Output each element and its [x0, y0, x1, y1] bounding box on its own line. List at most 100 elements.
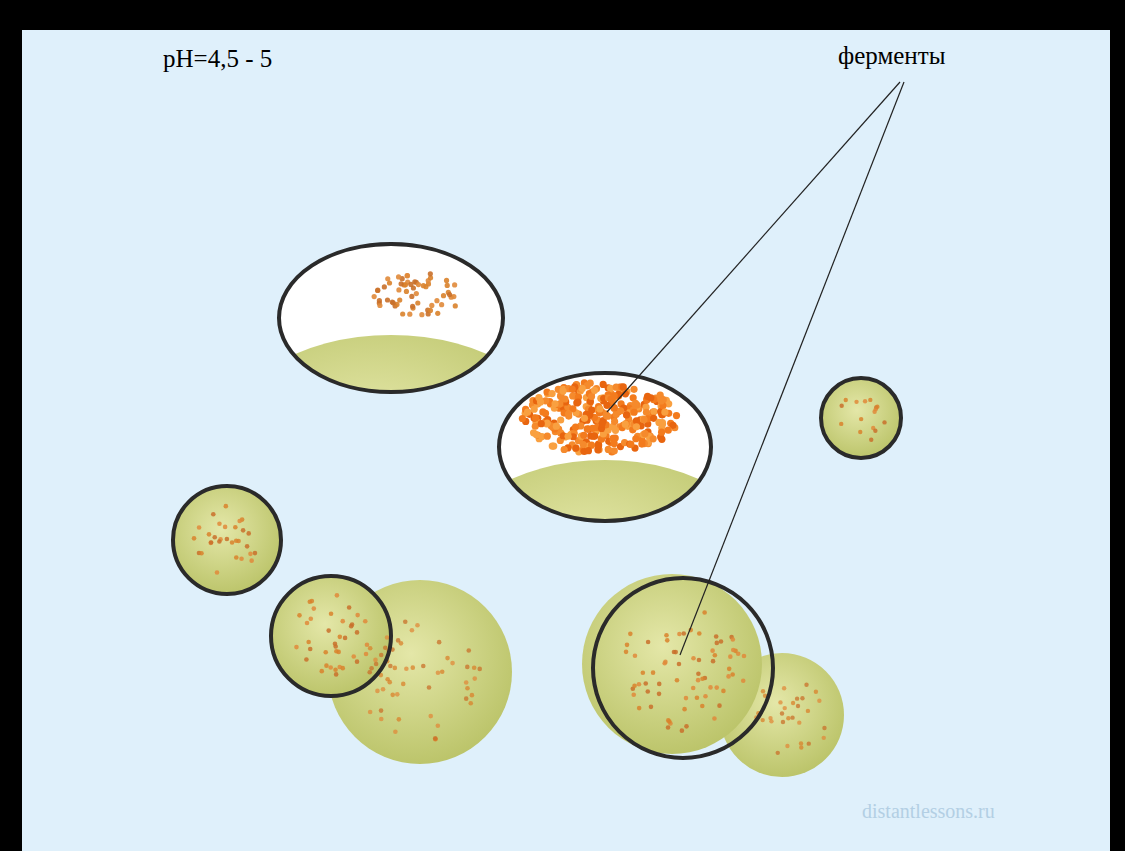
- enzyme-dot: [436, 723, 441, 728]
- enzyme-dot: [869, 438, 873, 442]
- enzyme-dot: [572, 444, 579, 451]
- enzyme-dot: [382, 284, 387, 289]
- enzyme-dot: [569, 386, 576, 393]
- enzyme-dot: [814, 690, 818, 694]
- enzyme-group: [624, 610, 747, 733]
- enzyme-dot: [396, 287, 401, 292]
- enzyme-dot: [804, 683, 808, 687]
- enzyme-dot: [797, 720, 801, 724]
- enzyme-dot: [822, 736, 826, 740]
- enzyme-dot: [603, 402, 610, 409]
- enzyme-dot: [703, 694, 708, 699]
- membrane-outline: [173, 486, 281, 594]
- enzyme-dot: [719, 639, 724, 644]
- enzyme-dot: [611, 404, 618, 411]
- enzyme-dot: [217, 521, 222, 526]
- enzyme-dot: [368, 646, 373, 651]
- enzyme-dot: [333, 667, 338, 672]
- enzyme-dot: [677, 662, 682, 667]
- enzyme-dot: [863, 399, 867, 403]
- enzyme-dot: [598, 420, 605, 427]
- enzyme-dot: [641, 430, 648, 437]
- lysosome-open: [440, 373, 770, 676]
- enzyme-dot: [666, 718, 671, 723]
- enzyme-dot: [822, 726, 826, 730]
- enzyme-dot: [742, 654, 747, 659]
- enzyme-dot: [365, 642, 370, 647]
- enzyme-dot: [335, 593, 340, 598]
- enzyme-dot: [377, 298, 382, 303]
- enzyme-dot: [844, 398, 848, 402]
- enzyme-dot: [319, 669, 324, 674]
- enzyme-dot: [217, 539, 222, 544]
- enzyme-dot: [665, 638, 670, 643]
- enzyme-dot: [241, 528, 246, 533]
- enzyme-dot: [367, 670, 372, 675]
- enzyme-dot: [708, 685, 713, 690]
- enzyme-dot: [253, 551, 258, 556]
- enzyme-dot: [428, 271, 433, 276]
- enzyme-dot: [664, 633, 669, 638]
- enzyme-dot: [419, 312, 424, 317]
- enzyme-dot: [646, 640, 651, 645]
- enzyme-dot: [433, 736, 438, 741]
- enzyme-dot: [531, 406, 538, 413]
- enzyme-dot: [447, 292, 452, 297]
- enzyme-dot: [637, 682, 642, 687]
- enzyme-dot: [799, 741, 803, 745]
- enzyme-dot: [553, 423, 560, 430]
- enzyme-dot: [681, 631, 686, 636]
- enzyme-dot: [355, 659, 360, 664]
- enzyme-dot: [404, 666, 409, 671]
- enzyme-dot: [192, 536, 197, 541]
- enzyme-dot: [408, 282, 413, 287]
- enzyme-dot: [781, 720, 785, 724]
- enzyme-dot: [580, 432, 587, 439]
- enzyme-dot: [726, 674, 731, 679]
- enzyme-dot: [452, 282, 457, 287]
- enzyme-dot: [233, 525, 238, 530]
- enzyme-dot: [334, 672, 339, 677]
- enzyme-dot: [680, 728, 685, 733]
- enzyme-dot: [308, 647, 313, 652]
- enzyme-dot: [399, 281, 404, 286]
- enzyme-dot: [435, 311, 440, 316]
- enzyme-dot: [658, 436, 665, 443]
- callout-label: ферменты: [838, 42, 945, 70]
- enzyme-dot: [390, 299, 395, 304]
- enzyme-dot: [666, 725, 671, 730]
- enzyme-dot: [790, 715, 794, 719]
- enzyme-dot: [208, 541, 213, 546]
- enzyme-dot: [312, 606, 317, 611]
- enzyme-dot: [657, 682, 662, 687]
- enzyme-dot: [650, 435, 657, 442]
- enzyme-dot: [407, 312, 412, 317]
- enzyme-dot: [727, 667, 732, 672]
- enzyme-dot: [588, 393, 595, 400]
- enzyme-dot: [385, 297, 390, 302]
- enzyme-dot: [650, 408, 657, 415]
- lysosome-membrane-fill: [440, 460, 770, 676]
- enzyme-dot: [858, 430, 862, 434]
- membrane-outline: [271, 576, 391, 696]
- enzyme-dot: [381, 687, 386, 692]
- enzyme-dot: [234, 538, 239, 543]
- enzyme-dot: [410, 628, 415, 633]
- enzyme-dot: [584, 425, 591, 432]
- enzyme-dot: [596, 405, 603, 412]
- enzyme-dot: [230, 540, 235, 545]
- enzyme-dot: [605, 446, 612, 453]
- enzyme-dot: [239, 556, 244, 561]
- enzyme-dot: [388, 664, 393, 669]
- enzyme-dot: [780, 711, 784, 715]
- enzyme-group: [754, 683, 827, 755]
- enzyme-dot: [637, 706, 642, 711]
- enzyme-dot: [328, 665, 333, 670]
- enzyme-dot: [651, 670, 656, 675]
- enzyme-dot: [612, 427, 619, 434]
- enzyme-dot: [373, 658, 378, 663]
- enzyme-dot: [643, 681, 648, 686]
- enzyme-dot: [375, 288, 380, 293]
- enzyme-dot: [632, 683, 637, 688]
